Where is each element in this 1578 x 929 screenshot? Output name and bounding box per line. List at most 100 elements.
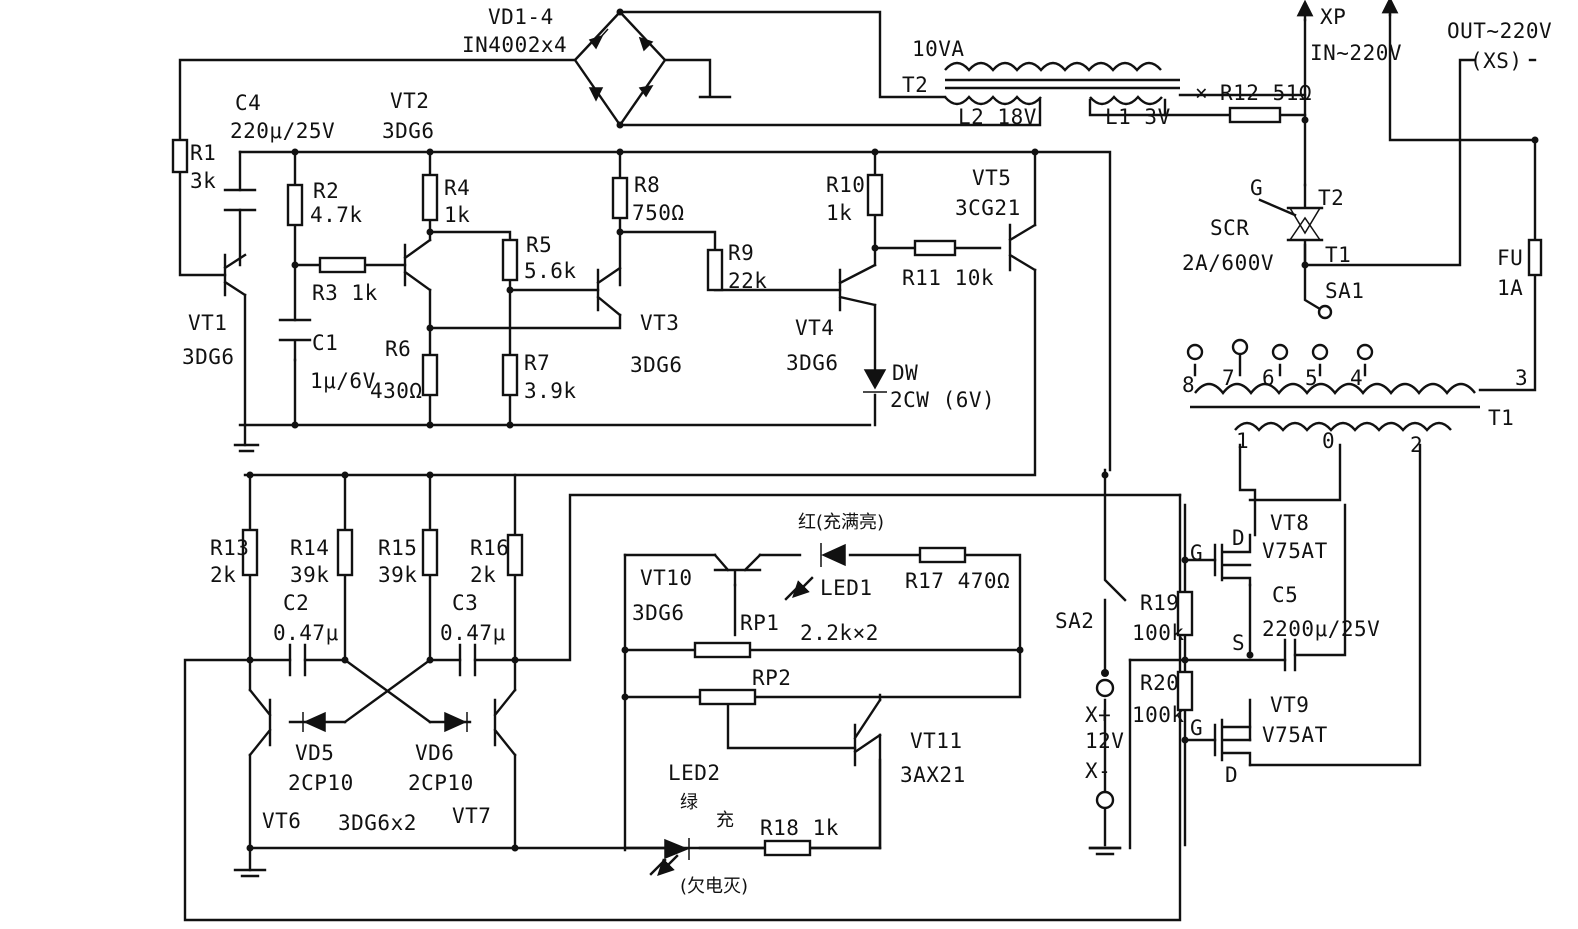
c1-val-label: 1μ/6V [310,369,376,393]
r8-body [611,176,629,220]
coils [944,61,1480,432]
vt11-label: VT11 [910,729,963,753]
vt9-label: VT9 [1270,693,1309,717]
green-label: 绿 [680,792,698,813]
vt8-drain-label: D [1232,526,1245,550]
r13-label: R13 [210,536,249,560]
r13-val-label: 2k [210,563,236,587]
vt8-type-label: V75AT [1262,539,1328,563]
r14-label: R14 [290,536,329,560]
vt2-type-label: 3DG6 [382,119,435,143]
vt1-label: VT1 [188,311,227,335]
in220-label: IN~220V [1310,41,1402,65]
low-note-label: (欠电灭) [680,876,748,897]
r20-val-label: 100k [1132,703,1185,727]
sa1-label: SA1 [1325,279,1364,303]
vt67-type-label: 3DG6x2 [338,811,417,835]
r7-val-label: 3.9k [524,379,577,403]
red-note-label: 红(充满亮) [798,512,884,533]
vd5-label: VD5 [295,741,334,765]
r3-label: R3 1k [312,281,378,305]
vt2-label: VT2 [390,89,429,113]
vt7-label: VT7 [452,804,491,828]
vt6-label: VT6 [262,809,301,833]
vd5-type-label: 2CP10 [288,771,354,795]
r17-label: R17 470Ω [905,569,1010,593]
tap7-terminal [1231,338,1249,356]
terminals [1095,304,1374,810]
source-label: S [1232,631,1245,655]
c3-label: C3 [452,591,478,615]
v12-label: 12V [1085,729,1124,753]
vt8-label: VT8 [1270,511,1309,535]
r12-body [1228,106,1282,124]
r1-label: R1 [190,141,216,165]
r4-label: R4 [444,176,470,200]
r15-body [421,528,439,577]
r5-val-label: 5.6k [524,259,577,283]
c5-label: C5 [1272,583,1298,607]
tap7-label: 7 [1222,366,1235,390]
r16-val-label: 2k [470,563,496,587]
capacitors [223,188,1297,677]
c4-val-label: 220μ/25V [230,119,335,143]
dw-label: DW [892,361,918,385]
vd6-label: VD6 [415,741,454,765]
r1-body [171,138,189,174]
r14-val-label: 39k [290,563,329,587]
transistors [223,223,1252,767]
wires [178,10,1537,922]
vt10-type-label: 3DG6 [632,601,685,625]
r19-body [1176,590,1194,637]
r10-body [866,173,884,217]
r14-body [336,528,354,577]
x-minus-terminal [1095,790,1115,810]
tap4-terminal [1356,343,1374,361]
tap6-terminal [1271,343,1289,361]
grounds [233,443,1122,878]
r15-label: R15 [378,536,417,560]
led2-label: LED2 [668,761,721,785]
vt8-gate-label: G [1190,541,1203,565]
r20-body [1176,670,1194,712]
vd6-type-label: 2CP10 [408,771,474,795]
r18-body [763,839,812,857]
r4-val-label: 1k [444,203,470,227]
tap5-label: 5 [1305,366,1318,390]
r2-label: R2 [313,179,339,203]
fu-val-label: 1A [1497,276,1523,300]
tap8-label: 8 [1182,373,1195,397]
tap4-label: 4 [1350,366,1363,390]
r11-label: R11 10k [902,266,994,290]
r9-val-label: 22k [728,269,767,293]
tap3-label: 3 [1515,366,1528,390]
tap5-terminal [1311,343,1329,361]
c3-val-label: 0.47μ [440,621,506,645]
r6-body [421,353,439,397]
tap6-label: 6 [1262,366,1275,390]
vd14-type-label: IN4002x4 [462,33,567,57]
l1-label: L1 3V [1105,105,1171,129]
r17-body [918,546,967,564]
r12-label: R12 51Ω [1220,81,1312,105]
t1-label: T1 [1488,406,1514,430]
sa1-contact [1317,304,1333,320]
vt4-label: VT4 [795,316,834,340]
vt1-type-label: 3DG6 [182,345,235,369]
charge-label: 充 [716,810,734,831]
vt9-drain-label: D [1225,763,1238,787]
x-mark-label: × [1195,81,1208,105]
xplus-label: X+ [1085,703,1111,727]
r7-label: R7 [524,351,550,375]
scr-val-label: 2A/600V [1182,251,1274,275]
r19-val-label: 100k [1132,621,1185,645]
sa2-label: SA2 [1055,609,1094,633]
diodes [302,28,1324,860]
r19-label: R19 [1140,591,1179,615]
r3-body [318,256,367,274]
vt11-type-label: 3AX21 [900,763,966,787]
x-plus-terminal [1095,678,1115,698]
r15-val-label: 39k [378,563,417,587]
sa2-contact [1101,669,1109,677]
led1-label: LED1 [820,576,873,600]
